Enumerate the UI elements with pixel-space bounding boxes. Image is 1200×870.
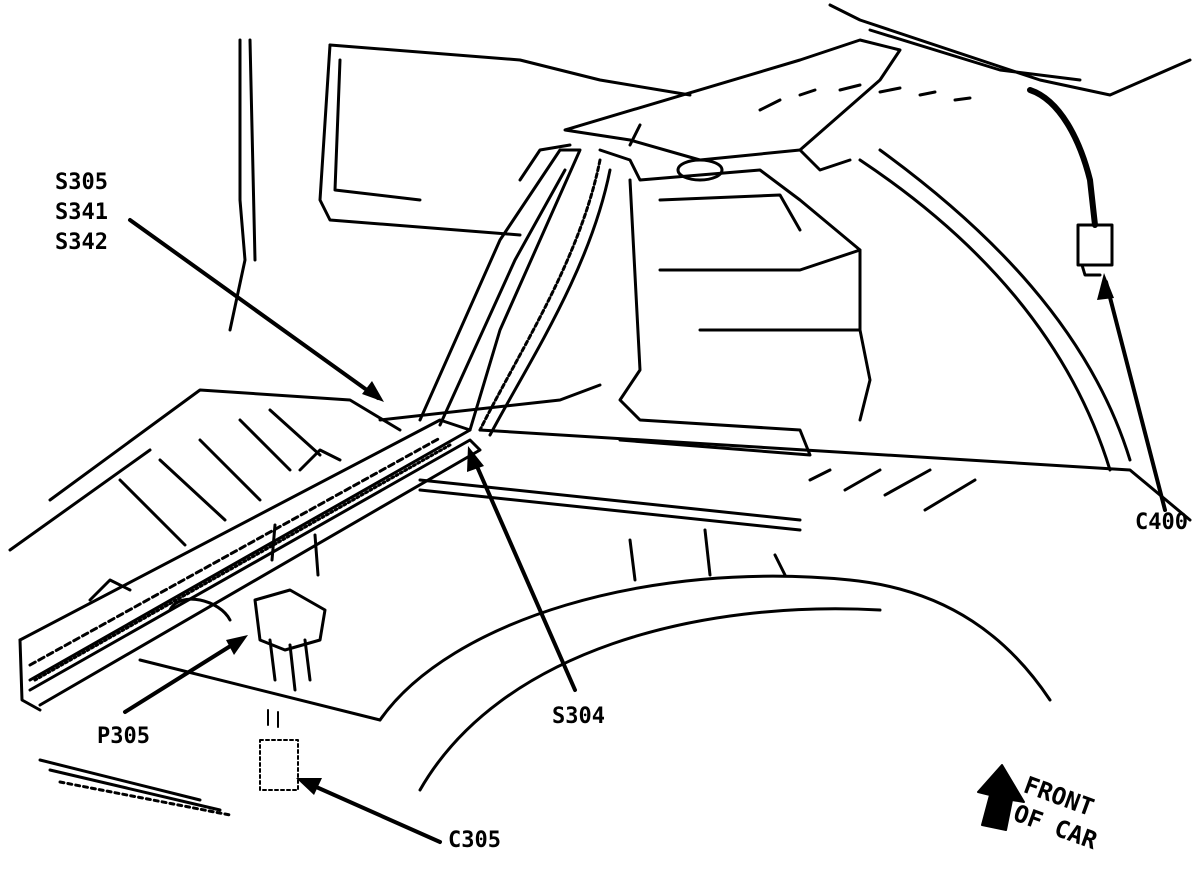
lower-floor-lines bbox=[38, 758, 232, 817]
c305-connector bbox=[259, 709, 299, 791]
callout-p305: P305 bbox=[97, 724, 150, 749]
callout-s342: S342 bbox=[55, 230, 108, 255]
arrowhead-s305-group bbox=[362, 381, 384, 402]
arrow-heads bbox=[226, 273, 1114, 795]
harness-c400-branch bbox=[1027, 87, 1114, 277]
leader-lines bbox=[123, 218, 1167, 844]
wheelhouse bbox=[138, 574, 1052, 792]
callout-c305: C305 bbox=[448, 828, 501, 853]
p305-bracket bbox=[168, 523, 327, 692]
body-panels bbox=[228, 3, 1192, 522]
arrowhead-c400 bbox=[1097, 273, 1114, 300]
floor-channel bbox=[18, 418, 482, 712]
arrowhead-c305 bbox=[296, 778, 322, 795]
leader-c305 bbox=[303, 780, 442, 844]
harness-rail bbox=[418, 143, 612, 437]
arrowhead-s304 bbox=[467, 446, 484, 472]
shelf-bracket bbox=[563, 38, 972, 172]
front-of-car-arrow bbox=[977, 764, 1025, 831]
callout-s305: S305 bbox=[55, 170, 108, 195]
leader-s305-group bbox=[128, 218, 380, 400]
floor-pan bbox=[8, 388, 402, 552]
splice-callout-group: S305 S341 S342 bbox=[55, 168, 108, 258]
callout-s304: S304 bbox=[552, 704, 605, 729]
arrowhead-p305 bbox=[226, 635, 248, 655]
floor-slots bbox=[418, 468, 977, 582]
callout-s341: S341 bbox=[55, 200, 108, 225]
leader-c400 bbox=[1104, 280, 1167, 512]
strut-tower bbox=[598, 148, 872, 457]
leader-s304 bbox=[470, 453, 577, 692]
callout-c400: C400 bbox=[1135, 510, 1188, 535]
leader-p305 bbox=[123, 638, 242, 714]
